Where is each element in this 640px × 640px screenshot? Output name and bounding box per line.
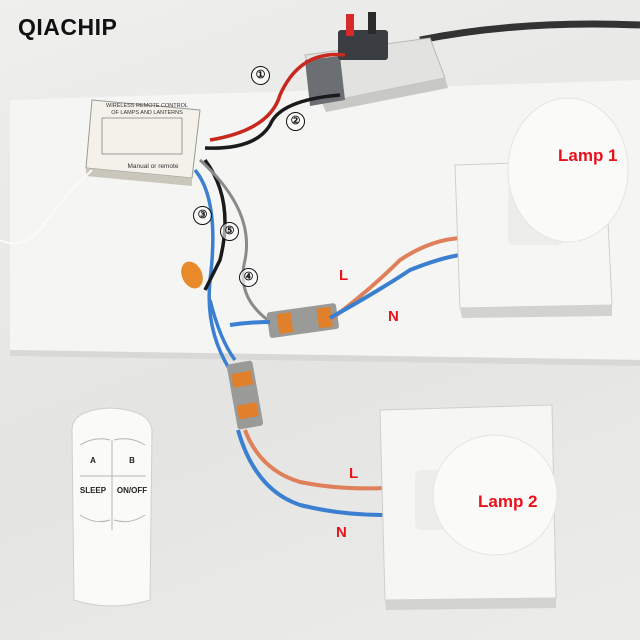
lamp-wire-blue-in <box>229 320 271 327</box>
wire-5-black <box>203 158 227 291</box>
wire-number-1: ① <box>251 66 270 85</box>
remote-button-sleep: SLEEP <box>79 486 107 495</box>
wire-number-2: ② <box>286 112 305 131</box>
lamp2-label: Lamp 2 <box>478 492 538 511</box>
lamp2-neutral-label: N <box>336 524 347 541</box>
lamp1-brown <box>328 236 461 322</box>
lamp2-live-label: L <box>349 465 359 482</box>
lamp2-blue <box>236 429 386 517</box>
remote-button-onoff: ON/OFF <box>116 486 148 495</box>
wire-number-5: ⑤ <box>220 222 239 241</box>
wire-red-1 <box>209 52 346 142</box>
wire-cap <box>181 261 203 289</box>
lamp1-live-label: L <box>339 267 349 284</box>
controller-text-3: Manual or remote <box>127 163 179 170</box>
lamp1-bulb <box>507 97 629 245</box>
remote-control <box>71 407 153 607</box>
lever-connector-upper <box>266 303 339 338</box>
controller-text-2: OF LAMPS AND LANTERNS <box>111 110 183 116</box>
lamp2-bulb <box>415 434 558 556</box>
remote-button-a: A <box>90 456 96 465</box>
wire-4-gray <box>198 158 276 327</box>
paper-shadow <box>10 350 640 366</box>
mains-cable <box>419 20 640 44</box>
wire-down-blue <box>208 299 237 362</box>
lamp1-blue <box>329 253 461 320</box>
wire-number-3: ③ <box>193 206 212 225</box>
remote-button-b: B <box>129 456 135 465</box>
brand-logo: QIACHIP <box>18 14 118 40</box>
controller-box <box>85 99 201 186</box>
wire-black-1 <box>204 93 341 150</box>
lamp2-brown <box>243 429 386 491</box>
antenna-wire <box>0 169 93 245</box>
wire-number-4: ④ <box>239 268 258 287</box>
lamp1-neutral-label: N <box>388 308 399 325</box>
lever-connector-lower <box>226 360 264 430</box>
lamp1-label: Lamp 1 <box>558 146 618 165</box>
controller-text-1: WIRELESS REMOTE CONTROL <box>106 103 188 109</box>
